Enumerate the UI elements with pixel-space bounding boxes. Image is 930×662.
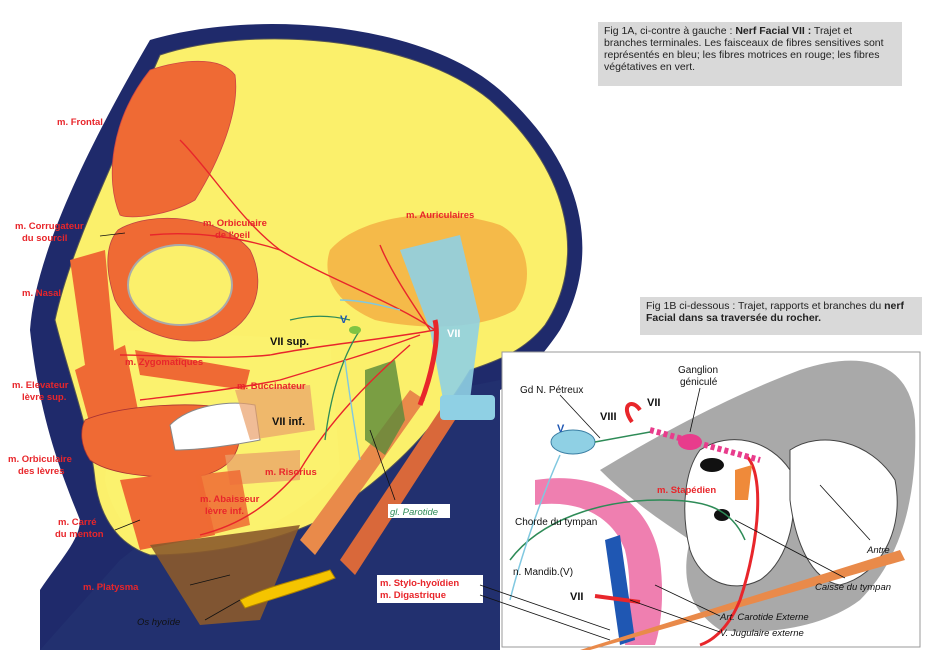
trigeminal-node <box>349 326 361 334</box>
label-jugulaire: V. Jugulaire externe <box>720 628 804 639</box>
label-auriculaires: m. Auriculaires <box>406 210 474 221</box>
label-os-hyoide: Os hyoïde <box>137 617 180 628</box>
label-orbiculaire-oeil-2: de l'oeil <box>215 230 250 241</box>
label-antre: Antre <box>866 545 890 556</box>
label-carre-2: du menton <box>55 529 104 540</box>
label-1b-vii-low: VII <box>570 591 583 603</box>
label-risorius: m. Risorius <box>265 467 317 478</box>
label-vii-sup: VII sup. <box>270 336 309 348</box>
label-1b-v: V <box>557 423 565 435</box>
caption-1a-prefix: Fig 1A, ci-contre à gauche : <box>604 25 735 37</box>
caption-fig-1a: Fig 1A, ci-contre à gauche : Nerf Facial… <box>598 22 902 86</box>
label-carre-1: m. Carré <box>58 517 97 528</box>
label-orbiculaire-oeil-1: m. Orbiculaire <box>203 218 267 229</box>
eye-socket <box>128 245 232 325</box>
label-stylo: m. Stylo-hyoïdien <box>380 578 459 589</box>
label-caisse: Caisse du tympan <box>815 582 891 593</box>
label-parotide: gl. Parotide <box>390 507 438 518</box>
label-orbiculaire-levres-1: m. Orbiculaire <box>8 454 72 465</box>
label-platysma: m. Platysma <box>83 582 139 593</box>
ossicle-2 <box>714 509 730 521</box>
label-elevateur-2: lèvre sup. <box>22 392 66 403</box>
caption-1a-bold: Nerf Facial VII : <box>735 25 811 37</box>
label-corrugateur-1: m. Corrugateur <box>15 221 84 232</box>
label-corrugateur-2: du sourcil <box>22 233 67 244</box>
label-ganglion-2: géniculé <box>680 377 718 388</box>
label-abaisseur-1: m. Abaisseur <box>200 494 260 505</box>
label-v: V <box>340 314 348 326</box>
label-zygomatiques: m. Zygomatiques <box>125 357 203 368</box>
label-stapedien: m. Stapédien <box>657 485 716 496</box>
caption-1b-prefix: Fig 1B ci-dessous : Trajet, rapports et … <box>646 300 884 312</box>
label-digastrique: m. Digastrique <box>380 590 446 601</box>
label-ganglion-1: Ganglion <box>678 365 718 376</box>
caption-fig-1b: Fig 1B ci-dessous : Trajet, rapports et … <box>640 297 922 335</box>
label-buccinateur: m. Buccinateur <box>237 381 306 392</box>
label-vii-inf: VII inf. <box>272 416 305 428</box>
ossicle-1 <box>700 458 724 472</box>
label-frontal: m. Frontal <box>57 117 103 128</box>
label-carotide: Art. Carotide Externe <box>719 612 809 623</box>
label-1b-viii: VIII <box>600 411 617 423</box>
label-nasal: m. Nasal <box>22 288 61 299</box>
label-gd-petreux: Gd N. Pétreux <box>520 385 583 396</box>
ear-canal <box>440 395 495 420</box>
label-abaisseur-2: lèvre inf. <box>205 506 244 517</box>
label-chorde: Chorde du tympan <box>515 517 597 528</box>
label-orbiculaire-levres-2: des lèvres <box>18 466 64 477</box>
label-mandib: n. Mandib.(V) <box>513 567 573 578</box>
geniculate-ganglion <box>678 434 702 450</box>
label-vii: VII <box>447 328 460 340</box>
label-elevateur-1: m. Elevateur <box>12 380 69 391</box>
label-1b-vii-top: VII <box>647 397 660 409</box>
